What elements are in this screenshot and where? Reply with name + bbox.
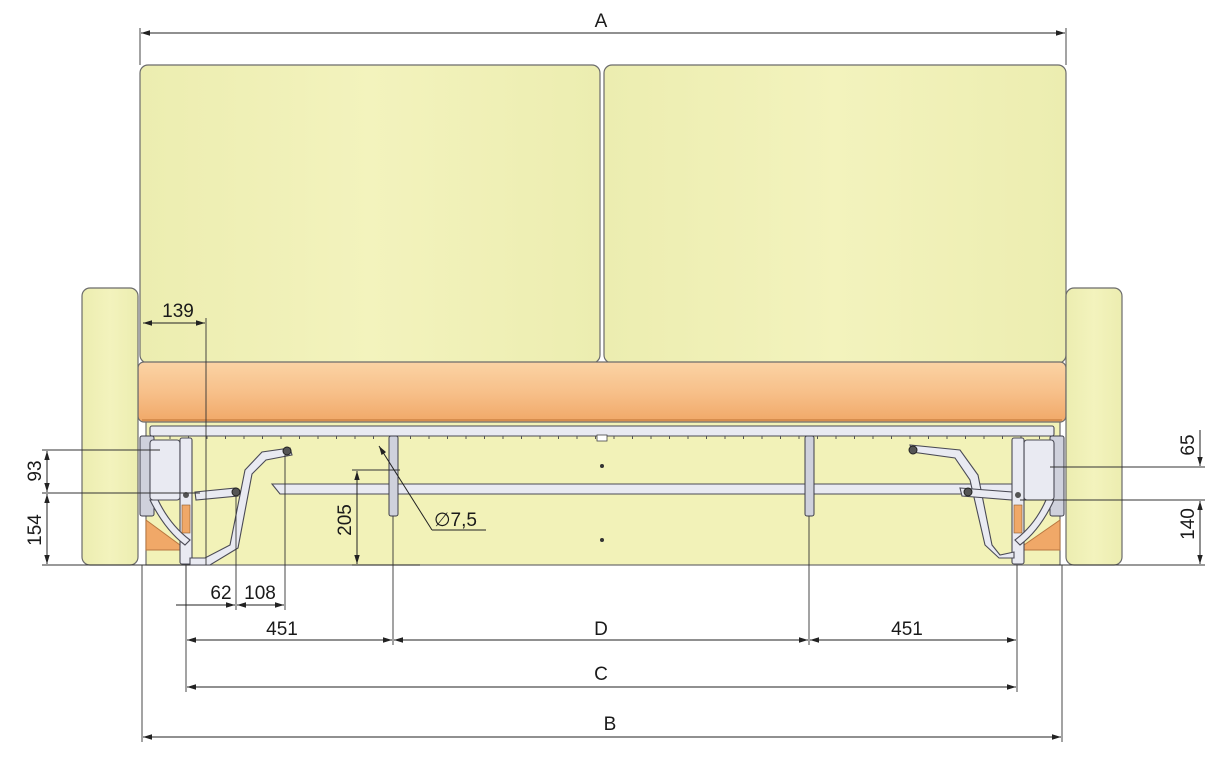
- dim-label-diameter: ∅7,5: [434, 510, 477, 531]
- dim-label-93: 93: [25, 460, 46, 481]
- back-cushion-right: [603, 64, 1067, 364]
- dim-label-b: B: [604, 714, 617, 735]
- dim-label-65: 65: [1178, 434, 1199, 455]
- armrest-right: [1065, 287, 1123, 566]
- dim-label-451-right: 451: [891, 619, 923, 640]
- dim-label-205: 205: [335, 504, 356, 536]
- dim-label-a: A: [595, 11, 608, 32]
- dim-label-154: 154: [25, 514, 46, 546]
- back-cushion-left: [139, 64, 601, 364]
- dim-label-139: 139: [162, 301, 194, 322]
- mechanism: [139, 425, 1065, 566]
- dim-label-c: C: [594, 664, 608, 685]
- armrest-left: [81, 287, 139, 566]
- seat-front: [137, 361, 1067, 423]
- dim-label-d: D: [594, 619, 608, 640]
- dim-label-140: 140: [1178, 508, 1199, 540]
- dim-label-62: 62: [210, 583, 231, 604]
- dim-label-451-left: 451: [266, 619, 298, 640]
- dim-label-108: 108: [244, 583, 276, 604]
